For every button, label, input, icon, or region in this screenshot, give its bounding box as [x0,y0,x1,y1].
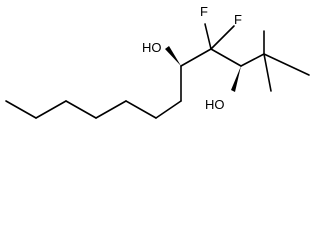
bond-hexyl-1 [5,100,37,119]
bond-hexyl-2 [35,100,67,119]
bond-hexyl-5 [125,100,157,119]
bond-hexyl-3 [65,100,97,119]
bond-c4-c3 [180,48,212,67]
bond-tbutyl-right [263,53,310,76]
bond-hexyl-4 [95,100,127,119]
bond-hexyl-6 [155,100,182,119]
bond-tbutyl-down [263,53,272,92]
atom-label-f-right: F [234,12,242,27]
bond-c3-f-right [210,25,235,50]
wedge-bond-c4-oh [165,46,181,66]
bond-c3-f-left [204,23,212,50]
atom-label-f-left: F [200,4,208,19]
structural-formula: F F HO HO [5,4,310,119]
bond-c3-c2 [210,48,242,67]
wedge-bond-c2-oh [231,66,241,92]
atom-label-hydroxyl-right: HO [205,97,225,112]
bond-c2-c1 [240,53,265,67]
atom-label-hydroxyl-left: HO [142,40,162,55]
